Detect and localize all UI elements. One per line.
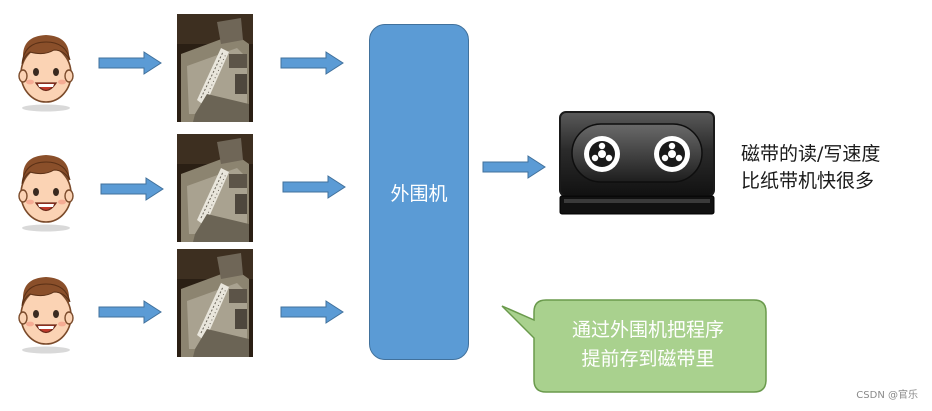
callout-text: 通过外围机把程序 提前存到磁带里: [538, 316, 758, 374]
tape-caption-line-1: 磁带的读/写速度: [741, 143, 881, 165]
arrow-right-icon: [100, 177, 164, 201]
paper-tape-machine-image: [177, 249, 253, 357]
arrow-right-icon: [98, 51, 162, 75]
paper-tape-machine-image: [177, 14, 253, 122]
arrow-right-icon: [280, 51, 344, 75]
user-face-icon: [18, 34, 74, 112]
peripheral-label: 外围机: [390, 182, 448, 205]
callout-line-1: 通过外围机把程序: [571, 319, 724, 341]
paper-tape-machine-image: [177, 134, 253, 242]
tape-speed-caption: 磁带的读/写速度 比纸带机快很多: [741, 141, 921, 195]
user-face-icon: [18, 154, 74, 232]
arrow-right-icon: [282, 175, 346, 199]
watermark: CSDN @官乐: [856, 390, 918, 401]
arrow-right-icon: [482, 155, 546, 179]
magnetic-tape-icon: [559, 111, 715, 215]
user-face-icon: [18, 276, 74, 354]
arrow-right-icon: [98, 300, 162, 324]
callout-bubble: [501, 299, 767, 393]
callout-line-2: 提前存到磁带里: [581, 348, 715, 370]
tape-caption-line-2: 比纸带机快很多: [741, 170, 875, 192]
peripheral-machine-block: 外围机: [369, 24, 469, 360]
arrow-right-icon: [280, 300, 344, 324]
